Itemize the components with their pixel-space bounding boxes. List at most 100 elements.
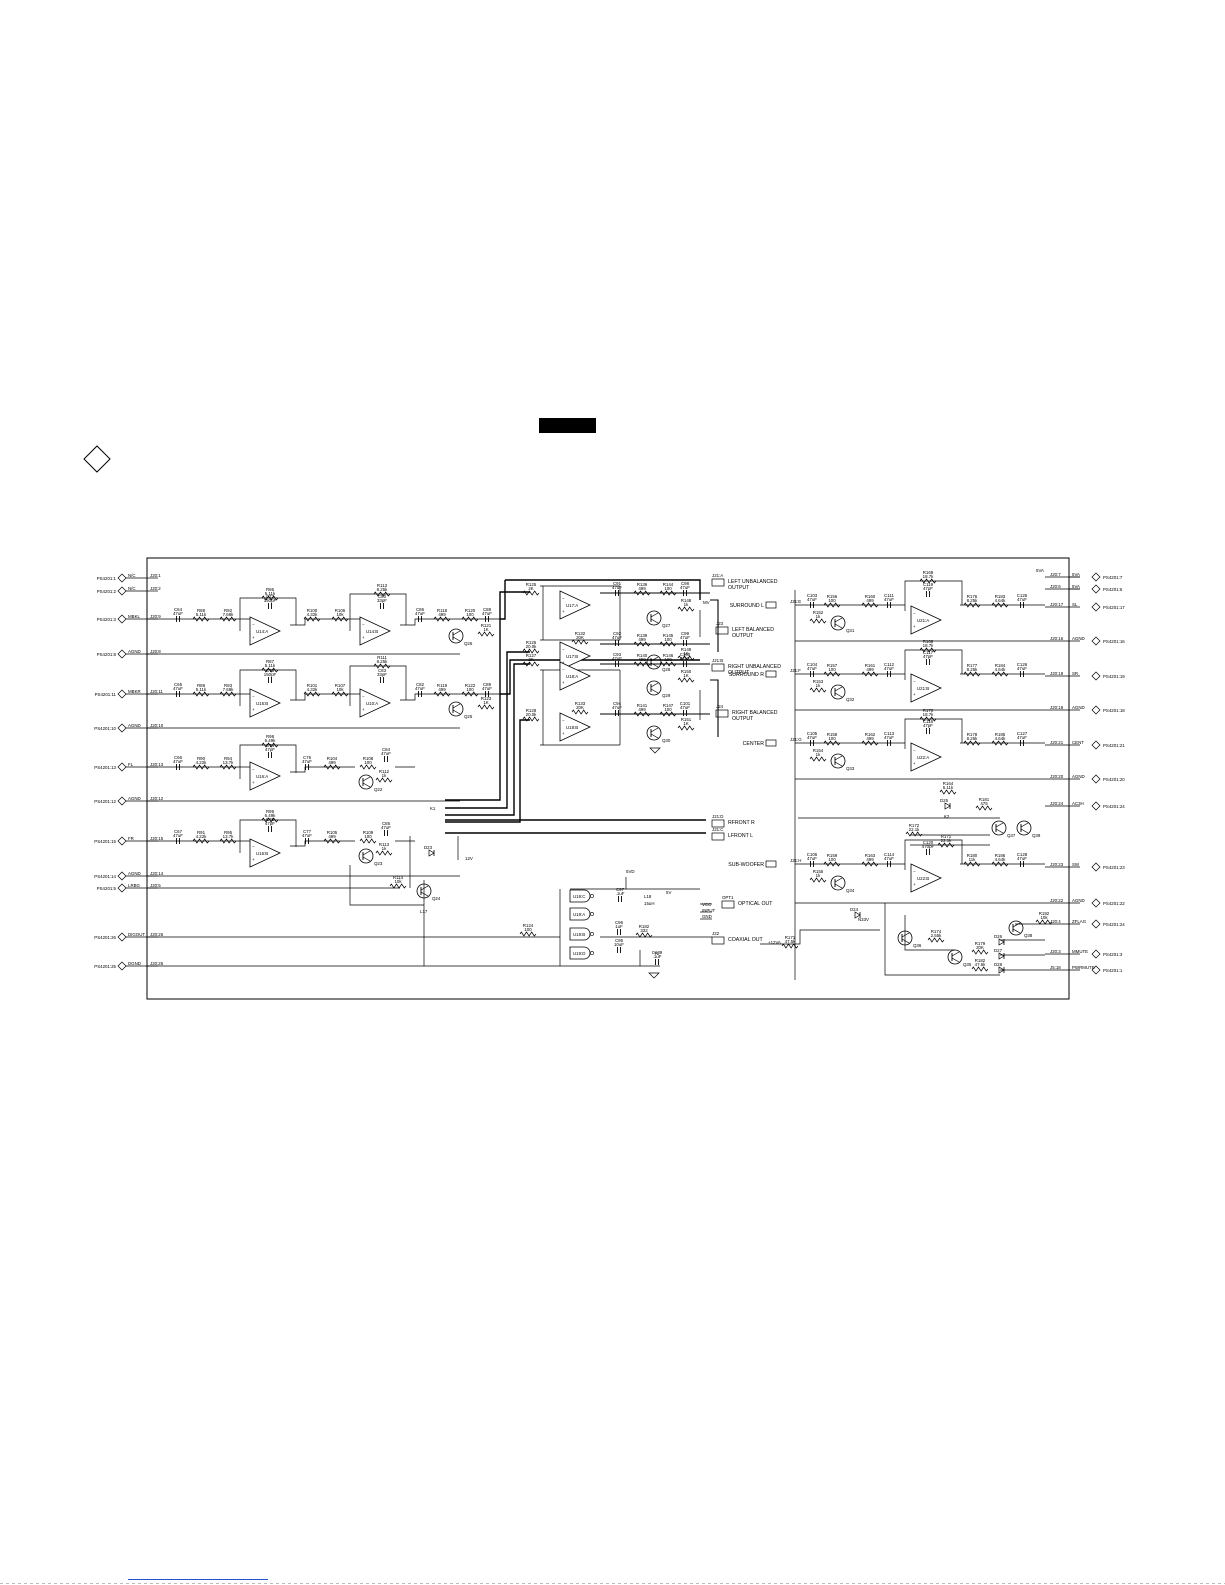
right-port-name: PS4201:17 (1103, 605, 1125, 610)
bottom-dotted-rule (0, 1583, 1225, 1584)
left-port-jack: J20:15 (150, 836, 164, 841)
resistor-value: 100 (828, 667, 836, 672)
capacitor-designator: C74 (266, 743, 275, 748)
connector-designator: J21:H (790, 858, 801, 863)
capacitor-designator: C119 (923, 582, 934, 587)
diamond-icon (83, 445, 111, 473)
resistor-zigzag-icon (633, 590, 651, 596)
resistor-zigzag-icon (192, 838, 210, 844)
opamp-minus: − (362, 694, 365, 699)
transistor-icon (830, 753, 846, 769)
capacitor-value: 47uF (415, 686, 425, 691)
capacitor-value: 47uF (884, 666, 894, 671)
resistor-value: 20K (576, 705, 584, 710)
right-port-label: AC3H (1072, 801, 1084, 806)
jack-icon (765, 670, 777, 678)
resistor-value: 1K (683, 651, 688, 656)
opamp-minus: − (252, 622, 255, 627)
capacitor-designator: C91 (613, 581, 622, 586)
resistor-zigzag-icon (963, 671, 981, 677)
opamp-8: −+U18:A (559, 661, 591, 691)
right-port-label: MMUTE (1072, 949, 1088, 954)
opamp-plus: + (252, 635, 255, 640)
resistor-zigzag-icon (975, 805, 993, 811)
transistor-11: Q33 (830, 753, 855, 771)
left-port-name: PS4201:14 (94, 874, 116, 879)
resistor-zigzag-icon (677, 606, 695, 612)
transistor-icon (830, 615, 846, 631)
resistor-zigzag-icon (781, 943, 799, 949)
resistor-designator: R114 (393, 875, 404, 880)
left-port-label: N/C (128, 586, 136, 591)
port-diamond-icon (1091, 572, 1101, 582)
opamp-plus: + (913, 761, 916, 766)
resistor-designator: R170 (923, 708, 934, 713)
right-port-name: PS4201:7 (1103, 575, 1123, 580)
left-port-jack: J20:26 (150, 932, 164, 937)
opamp-plus: + (913, 624, 916, 629)
resistor-value: 100 (466, 687, 474, 692)
opamp-triangle-icon (559, 590, 591, 620)
resistor-designator: R150 (681, 669, 692, 674)
port-diamond-icon (117, 586, 127, 596)
port-diamond-icon (1091, 919, 1101, 929)
resistor-value: 8.25k (967, 598, 979, 603)
resistor-value: 10k (394, 879, 402, 884)
resistor-designator: R144 (663, 582, 674, 587)
resistor-zigzag-icon (823, 671, 841, 677)
transistor-5: Q27 (646, 610, 671, 628)
resistor-value: 4.22k (196, 834, 208, 839)
resistor-value: 6.49k (265, 813, 277, 818)
capacitor-designator: C126 (1017, 662, 1028, 667)
capacitor-value: 47uF (302, 759, 312, 764)
opamp-plus: + (252, 780, 255, 785)
left-port-name: PS4201:13 (94, 765, 116, 770)
jack-icon (721, 900, 735, 909)
resistor-value: 20K (976, 945, 984, 950)
resistor-zigzag-icon (861, 740, 879, 746)
right-port-label: SR (1072, 671, 1078, 676)
resistor-designator: R109 (363, 830, 374, 835)
resistor-value: 100 (664, 707, 672, 712)
misc-label-0: 5VD (626, 869, 635, 874)
resistor-designator: R98 (266, 734, 275, 739)
resistor-zigzag-icon (359, 838, 377, 844)
opamp-minus: − (913, 869, 916, 874)
transistor-4: Q24 (416, 883, 441, 901)
resistor-zigzag-icon (522, 648, 540, 654)
capacitor-value: 47pF (923, 654, 933, 659)
resistor-designator: R119 (437, 683, 448, 688)
resistor-value: 2K (528, 657, 533, 662)
capacitor-designator: C66 (174, 755, 183, 760)
capacitor-designator: C104 (807, 662, 818, 667)
resistor-zigzag-icon (991, 861, 1009, 867)
resistor-designator: R180 (967, 853, 978, 858)
capacitor-value: 47uF (807, 856, 817, 861)
capacitor-designator: C106 (807, 852, 818, 857)
misc-label-7: T1 (654, 951, 660, 956)
left-port-label: AGND (128, 871, 141, 876)
capacitor-value: 470pF (922, 844, 935, 849)
resistor-value: 499 (866, 667, 874, 672)
resistor-designator: R118 (437, 608, 448, 613)
opamp-3: −+U10:A (359, 688, 391, 718)
jack-icon (711, 819, 725, 828)
resistor-designator: R87 (266, 659, 275, 664)
resistor-zigzag-icon (219, 691, 237, 697)
port-diamond-icon (117, 614, 127, 624)
